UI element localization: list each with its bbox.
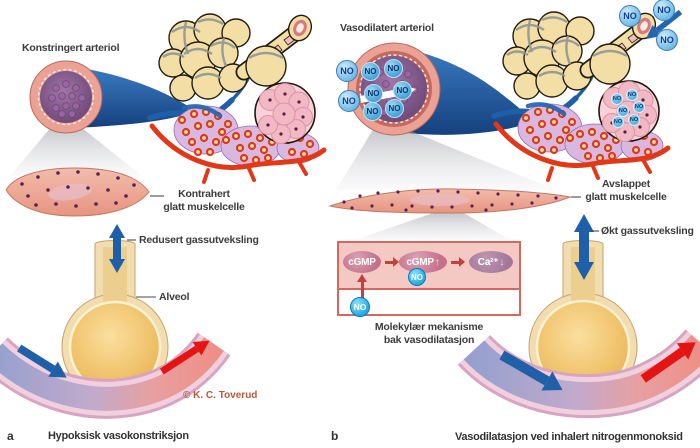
no-molecule: NO	[633, 101, 645, 113]
no-label: NO	[627, 92, 637, 98]
no-molecule: NO	[617, 105, 629, 117]
no-molecule: NO	[611, 93, 623, 105]
no-molecule: NO	[628, 114, 640, 126]
no-label: NO	[623, 11, 637, 21]
no-label: NO	[367, 89, 380, 98]
no-molecule: NO	[393, 81, 412, 100]
muscle-cell-b	[328, 188, 572, 214]
mechanism-caption-line2: bak vasodilatasjon	[383, 334, 475, 347]
muscle-label-b-line2: glatt muskelcelle	[585, 191, 667, 204]
zoom-triangle-b2	[352, 212, 512, 241]
cgmp-up-ellipse: cGMP ↑	[399, 251, 447, 273]
cgmp-label: cGMP	[348, 256, 376, 268]
capillary-vessel-b	[457, 329, 700, 419]
no-label: NO	[364, 67, 377, 76]
no-label: NO	[396, 86, 409, 95]
arrow-up-red-icon	[357, 274, 367, 282]
calcium-label: Ca²⁺	[477, 256, 499, 268]
no-label: NO	[353, 302, 367, 312]
no-molecule: NO	[350, 297, 370, 317]
no-label: NO	[657, 5, 671, 15]
arteriole-label-a: Konstringert arteriol	[22, 42, 120, 54]
no-label: NO	[634, 104, 644, 110]
oxygenated-blood-arrow-a	[159, 340, 210, 375]
arrow-down-icon: ↓	[499, 256, 505, 268]
lung-cluster-a	[150, 12, 324, 182]
no-label: NO	[387, 64, 400, 73]
no-molecule: NO	[364, 84, 383, 103]
muscle-label-a-line2: glatt muskelcelle	[163, 201, 245, 214]
gas-exchange-label-b: Økt gassutveksling	[601, 225, 694, 237]
deoxygenated-blood-arrow-a	[17, 344, 67, 378]
arrow-right-icon	[451, 257, 465, 267]
gas-exchange-arrow-a	[109, 224, 125, 273]
credit-text: © K. C. Toverud	[183, 390, 258, 401]
zoom-triangle-a	[10, 126, 142, 176]
no-molecule: NO	[408, 268, 426, 286]
caption-a: Hypoksisk vasokonstriksjon	[48, 430, 189, 442]
alveolus-label-a: Alveol	[159, 291, 190, 303]
no-label: NO	[629, 117, 639, 123]
alveolus-a	[61, 240, 169, 401]
no-molecule: NO	[361, 62, 380, 81]
no-molecule: NO	[384, 59, 403, 78]
mechanism-caption: Molekylær mekanisme bak vasodilatasjon	[345, 321, 513, 347]
gas-exchange-label-a: Redusert gassutveksling	[139, 234, 259, 246]
muscle-label-a: Kontrahert glatt muskelcelle	[158, 188, 250, 214]
no-label: NO	[388, 104, 401, 113]
arrow-up-red-shaft	[360, 281, 364, 298]
no-label: NO	[366, 107, 379, 116]
muscle-label-b-line1: Avslappet	[602, 178, 650, 190]
arteriole-cross-section-a	[29, 60, 103, 134]
calcium-ellipse: Ca²⁺ ↓	[469, 251, 513, 273]
no-molecule: NO	[363, 102, 382, 121]
no-label: NO	[618, 108, 628, 114]
no-label: NO	[411, 272, 423, 282]
mechanism-box: cGMP cGMP ↑ Ca²⁺ ↓	[337, 241, 521, 316]
no-label: NO	[613, 119, 623, 125]
no-molecule: NO	[385, 99, 404, 118]
no-molecule: NO	[612, 116, 624, 128]
arrow-up-icon: ↑	[434, 256, 440, 268]
deoxygenated-blood-arrow-b	[499, 350, 563, 391]
no-molecule: NO	[338, 90, 360, 112]
no-label: NO	[342, 96, 356, 106]
leader-lines	[127, 195, 599, 298]
muscle-label-a-line1: Kontrahert	[178, 188, 230, 200]
caption-b: Vasodilatasjon ved inhalert nitrogenmono…	[455, 431, 683, 443]
gas-exchange-arrow-b	[574, 214, 594, 280]
no-molecule: NO	[656, 29, 678, 51]
capillary-vessel-a	[0, 332, 231, 419]
no-molecule: NO	[336, 60, 358, 82]
muscle-cell-a	[5, 167, 150, 217]
cgmp-ellipse: cGMP	[343, 251, 381, 273]
cgmp-up-label: cGMP	[406, 256, 434, 268]
oxygenated-blood-arrow-b	[640, 342, 696, 383]
panel-marker-a: a	[7, 429, 14, 443]
panel-marker-b: b	[331, 429, 339, 443]
no-molecule: NO	[619, 5, 641, 27]
muscle-label-b: Avslappet glatt muskelcelle	[576, 178, 676, 204]
arrow-right-icon	[385, 257, 399, 267]
no-label: NO	[340, 66, 354, 76]
mechanism-caption-line1: Molekylær mekanisme	[374, 321, 484, 333]
arteriole-label-b: Vasodilatert arteriol	[340, 22, 434, 34]
no-molecule: NO	[653, 0, 675, 21]
no-label: NO	[612, 96, 622, 102]
no-molecule: NO	[626, 89, 638, 101]
lung-cluster-b	[494, 10, 668, 180]
zoom-triangle-b	[336, 128, 556, 190]
no-label: NO	[660, 35, 674, 45]
